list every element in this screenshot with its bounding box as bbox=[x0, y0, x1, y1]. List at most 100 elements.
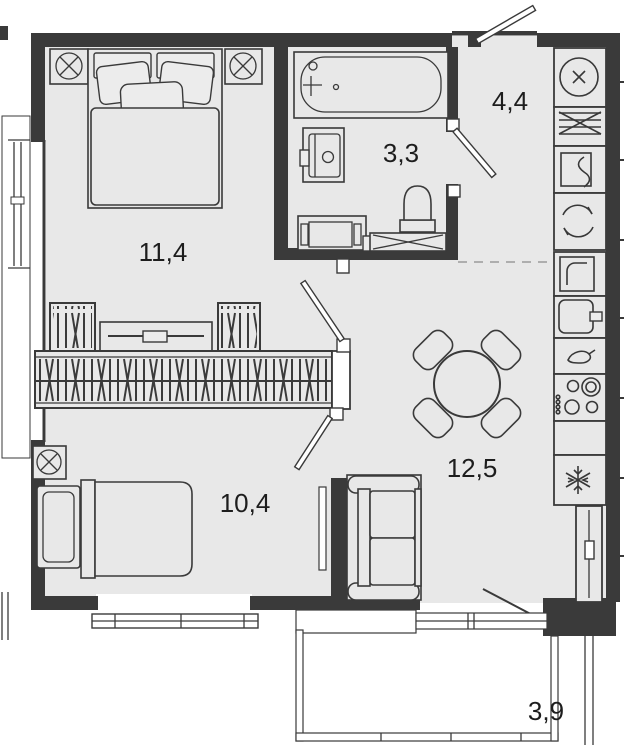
chair bbox=[480, 329, 522, 371]
cabinet-handle bbox=[584, 540, 595, 560]
doors bbox=[293, 4, 543, 621]
dining-set bbox=[412, 329, 522, 439]
tv-console bbox=[99, 321, 213, 352]
tall-cabinet bbox=[575, 505, 603, 603]
counter-unit bbox=[553, 420, 607, 456]
bathtub bbox=[293, 51, 449, 119]
seat-cushion-2 bbox=[369, 537, 416, 586]
wall-left-upper bbox=[31, 33, 45, 142]
wall-room2-living bbox=[331, 478, 347, 598]
faucet-unit bbox=[553, 337, 607, 375]
room-label-bathroom: 3,3 bbox=[383, 138, 419, 168]
faucet-icon bbox=[321, 150, 335, 164]
balcony bbox=[295, 609, 559, 742]
sofa bbox=[346, 474, 422, 601]
windows bbox=[1, 115, 594, 745]
wall-bottom-left bbox=[31, 596, 98, 610]
snowflake-icon bbox=[565, 466, 591, 494]
bathroom-wall-right-lower bbox=[446, 184, 458, 248]
neighbor-wall-stub bbox=[0, 26, 8, 40]
bottom-window-gap bbox=[96, 594, 252, 612]
oven-icon bbox=[566, 262, 587, 285]
double-bed bbox=[87, 48, 223, 209]
washing-machine bbox=[297, 215, 367, 251]
refrigerator-unit bbox=[553, 454, 607, 506]
room-label-bedroom: 11,4 bbox=[139, 237, 188, 267]
bedroom-furniture bbox=[49, 48, 263, 209]
wall-top-right bbox=[537, 33, 620, 47]
extractor-fan-icon bbox=[559, 57, 599, 97]
blanket bbox=[90, 107, 220, 206]
boiler-icon bbox=[577, 156, 591, 188]
round-table bbox=[433, 350, 501, 418]
chair bbox=[412, 329, 454, 371]
kitchen-units bbox=[553, 47, 607, 603]
room2-door-hinge bbox=[329, 407, 344, 421]
chair bbox=[480, 397, 522, 439]
chair bbox=[412, 397, 454, 439]
nightstand-right bbox=[224, 48, 263, 85]
room2-furniture bbox=[32, 445, 327, 579]
bathroom-door-strike bbox=[447, 184, 461, 198]
cooktop-unit bbox=[553, 373, 607, 422]
burner-icon bbox=[566, 379, 580, 393]
wall-right bbox=[606, 40, 620, 602]
room-label-bedroom2: 10,4 bbox=[220, 488, 271, 518]
lamp-icon bbox=[55, 52, 83, 80]
room2-door-leaf bbox=[293, 414, 334, 471]
vent-grille-unit bbox=[553, 106, 607, 147]
fan-unit bbox=[553, 192, 607, 251]
living-furniture bbox=[346, 329, 522, 601]
closet-left bbox=[49, 302, 96, 352]
room-label-balcony: 3,9 bbox=[528, 696, 564, 726]
sofa-front-edge bbox=[414, 488, 422, 587]
balcony-rail-left bbox=[295, 629, 304, 742]
lamp-icon bbox=[229, 52, 257, 80]
kitchen-sink-unit bbox=[553, 295, 607, 339]
mattress bbox=[94, 481, 193, 577]
bedroom-door-leaf bbox=[299, 279, 346, 343]
sofa-back bbox=[357, 488, 371, 587]
drain-icon bbox=[332, 83, 340, 91]
balcony-top-strip bbox=[295, 609, 417, 634]
bedroom-door-strike bbox=[336, 258, 350, 274]
bathroom-door-leaf bbox=[451, 127, 497, 179]
bathroom-fixtures bbox=[293, 51, 449, 252]
bathroom-wall-left bbox=[274, 47, 288, 260]
left-window-mullion bbox=[10, 196, 25, 205]
parked-door-leaf bbox=[318, 486, 327, 571]
walls bbox=[0, 26, 620, 636]
cooker-hood-unit bbox=[553, 47, 607, 108]
sink bbox=[299, 127, 345, 183]
seat-cushion-1 bbox=[369, 490, 416, 539]
bathroom-cabinet bbox=[362, 232, 447, 252]
room-label-living-kitchen: 12,5 bbox=[447, 453, 498, 483]
bathroom-wall-right-upper bbox=[446, 47, 458, 132]
nightstand-room2 bbox=[32, 445, 67, 480]
wardrobe-zone bbox=[34, 302, 351, 410]
closet-right bbox=[217, 302, 261, 352]
room-label-hallway: 4,4 bbox=[492, 86, 528, 116]
headboard bbox=[80, 479, 96, 579]
oven-unit bbox=[553, 251, 607, 297]
boiler-unit bbox=[553, 145, 607, 194]
toilet bbox=[399, 185, 436, 233]
wall-left-inner-face bbox=[42, 140, 46, 442]
nightstand-left bbox=[49, 48, 89, 85]
wardrobe bbox=[34, 350, 351, 410]
tap-icon bbox=[308, 61, 318, 71]
lamp-icon bbox=[36, 449, 62, 475]
pillow-box bbox=[36, 485, 81, 569]
pillow bbox=[42, 491, 75, 563]
wardrobe-end-panel bbox=[331, 350, 351, 410]
balcony-rail-bottom bbox=[295, 732, 559, 742]
facade-ticks bbox=[617, 81, 624, 557]
single-bed bbox=[36, 479, 193, 579]
room-labels: 11,4 3,3 4,4 10,4 12,5 3,9 bbox=[139, 86, 564, 726]
balcony-rail-right bbox=[550, 635, 559, 742]
wall-top bbox=[31, 33, 452, 47]
faucet-icon bbox=[567, 350, 592, 364]
entrance-door-leaf bbox=[474, 4, 537, 45]
